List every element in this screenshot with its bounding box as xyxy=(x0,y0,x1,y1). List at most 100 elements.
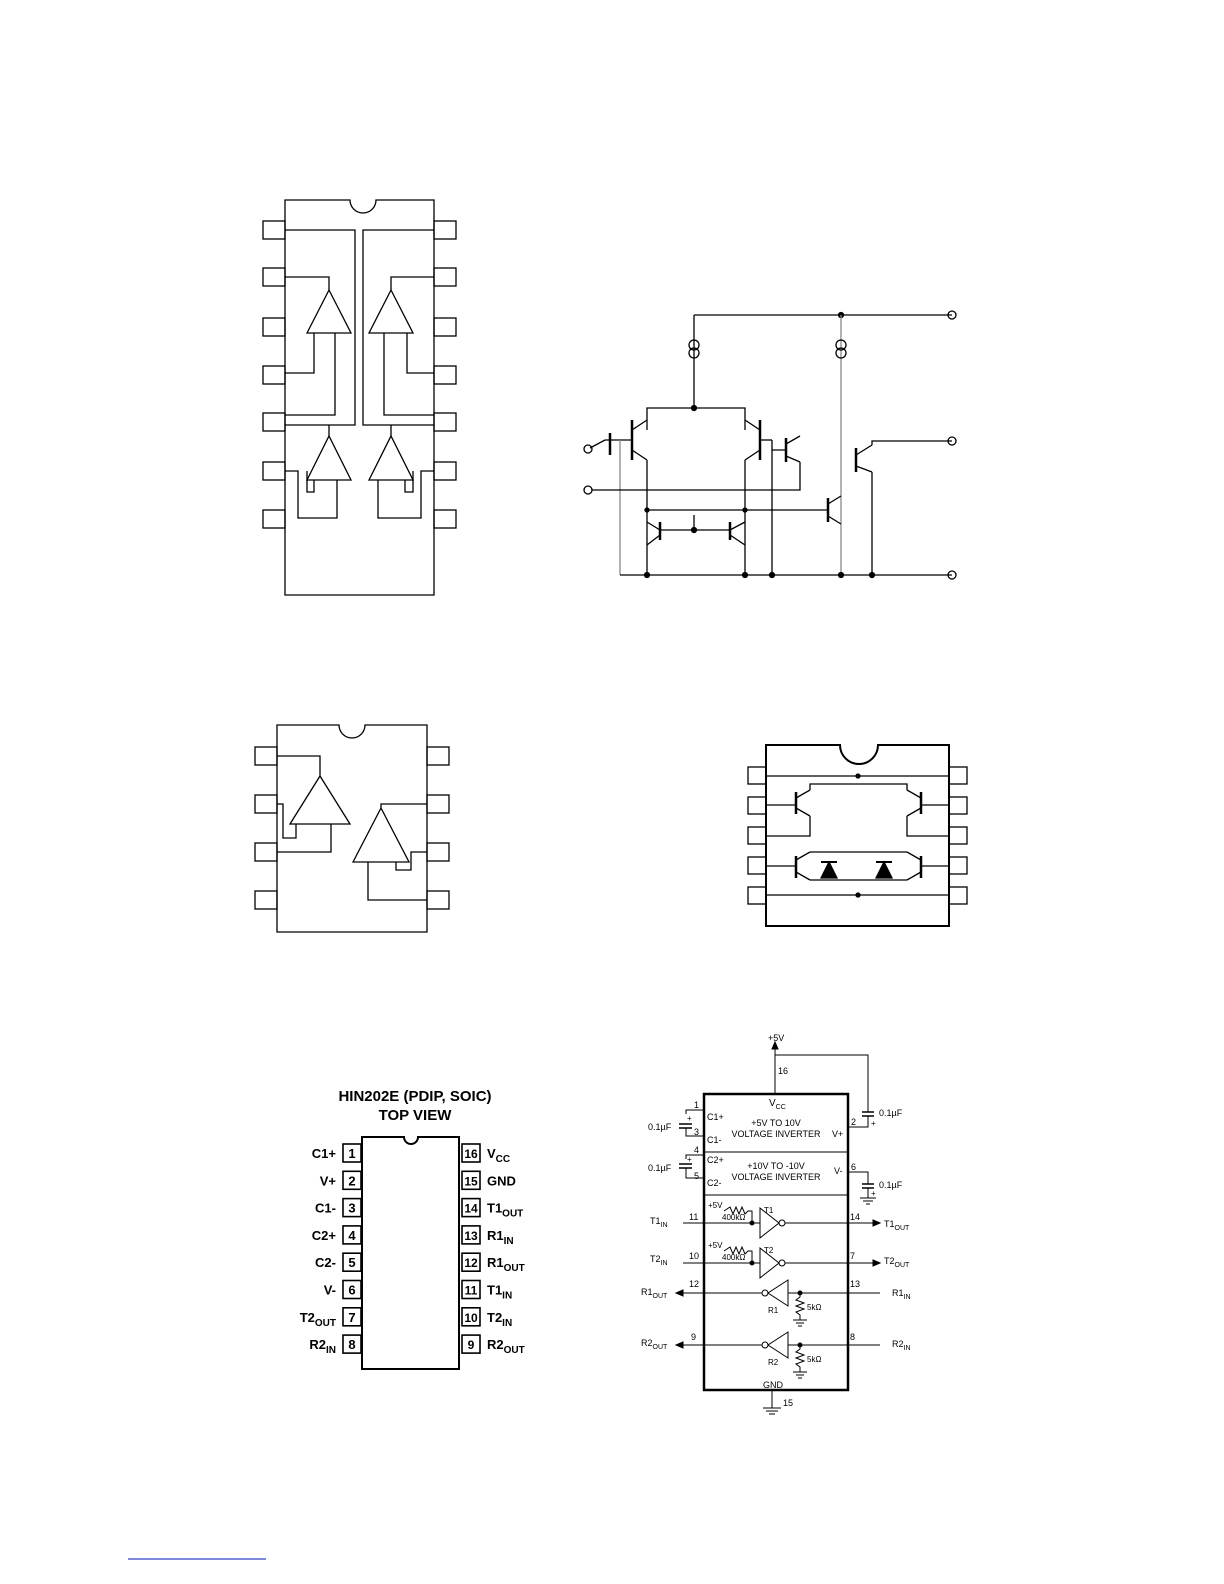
pin-number: 16 xyxy=(464,1147,478,1161)
gnd-label: GND xyxy=(763,1380,784,1390)
pin-number: 13 xyxy=(464,1229,478,1243)
pin-name: T2IN xyxy=(487,1310,512,1329)
amp-triangle xyxy=(351,806,411,863)
pin12-label: 12 xyxy=(689,1279,699,1289)
inverter1-line1: +5V TO 10V xyxy=(751,1118,800,1128)
t1-pullup-resistor: 400kΩ xyxy=(722,1213,745,1222)
pin11-label: 11 xyxy=(689,1212,698,1222)
pinout-pin: 12 R1OUT xyxy=(461,1252,525,1274)
t2out-label: T2OUT xyxy=(884,1256,910,1269)
pin-number: 2 xyxy=(348,1173,355,1188)
pin3-label: 3 xyxy=(694,1127,699,1137)
pin-name: V+ xyxy=(320,1173,337,1188)
pin-number: 7 xyxy=(348,1310,355,1325)
pin13-label: 13 xyxy=(850,1279,860,1289)
hin202e-schematic: +5V 16 VCC +5V TO 10V VOLTAGE INVERTER +… xyxy=(641,1033,911,1415)
pin-number: 8 xyxy=(348,1337,355,1352)
c2minus-label: C2- xyxy=(707,1178,722,1188)
pin-name: C2- xyxy=(315,1255,336,1270)
comparator-triangle xyxy=(305,434,353,481)
pin-number: 12 xyxy=(464,1256,478,1270)
t2-pullup-voltage: +5V xyxy=(708,1241,723,1250)
pin-name: VCC xyxy=(487,1146,510,1165)
vplus-label: V+ xyxy=(832,1129,843,1139)
amp-triangle xyxy=(288,774,352,825)
t2in-label: T2IN xyxy=(650,1254,668,1267)
pin-number: 6 xyxy=(348,1283,355,1298)
c1plus-label: C1+ xyxy=(707,1112,724,1122)
right-pins xyxy=(433,220,457,529)
t2-label: T2 xyxy=(764,1246,774,1255)
left-pins xyxy=(262,220,286,529)
pinout-pin: 2 V+ xyxy=(320,1170,362,1191)
pin-name: R2OUT xyxy=(487,1337,525,1356)
pinout-pin: 5 C2- xyxy=(315,1252,362,1272)
pinout-pin: 1 C1+ xyxy=(312,1143,362,1163)
pinout-pin: 6 V- xyxy=(324,1279,362,1300)
pinout-pin: 8 R2IN xyxy=(309,1334,362,1356)
pin-name: T2OUT xyxy=(300,1310,336,1329)
pin14-label: 14 xyxy=(850,1212,860,1222)
cap4-plus: + xyxy=(871,1189,876,1198)
pin-number: 11 xyxy=(465,1284,478,1298)
hin202e-pinout: HIN202E (PDIP, SOIC) TOP VIEW 1 C1+ 2 V+ 3C1… xyxy=(300,1088,525,1370)
pin-name: R1OUT xyxy=(487,1255,525,1274)
comparator-triangle xyxy=(367,434,415,481)
cap1-label: 0.1µF xyxy=(648,1122,672,1132)
pin-number: 9 xyxy=(468,1338,475,1352)
r2-label: R2 xyxy=(768,1358,779,1367)
pinout-pin: 4 C2+ xyxy=(312,1225,362,1245)
inverter2-line2: VOLTAGE INVERTER xyxy=(731,1172,821,1182)
pinout-pin: 3C1- xyxy=(315,1197,362,1218)
pin-name: C2+ xyxy=(312,1228,337,1243)
vcc-pin-label: 16 xyxy=(778,1066,788,1076)
pin-number: 1 xyxy=(348,1146,355,1161)
cap2-plus: + xyxy=(687,1155,692,1164)
pin7-label: 7 xyxy=(850,1251,855,1261)
cap1-plus: + xyxy=(687,1114,692,1123)
vcc-label: VCC xyxy=(769,1098,786,1111)
schematic-labels: +5V 16 VCC +5V TO 10V VOLTAGE INVERTER +… xyxy=(641,1033,911,1408)
inverter2-line1: +10V TO -10V xyxy=(747,1161,804,1171)
pinout-title: HIN202E (PDIP, SOIC) xyxy=(338,1088,491,1105)
inverter1-line2: VOLTAGE INVERTER xyxy=(731,1129,821,1139)
pinout-left-pins: 1 C1+ 2 V+ 3C1- 4 C2+ 5 C2- 6 V- 7 T2OUT 8 R2IN xyxy=(300,1143,362,1356)
pinout-pin: 10 T2IN xyxy=(461,1307,512,1329)
pin-name: V- xyxy=(324,1283,336,1298)
cap2-label: 0.1µF xyxy=(648,1163,672,1173)
pin8-label: 8 xyxy=(850,1332,855,1342)
r1out-label: R1OUT xyxy=(641,1287,668,1300)
t1in-label: T1IN xyxy=(650,1216,668,1229)
dual-amp-package xyxy=(254,724,450,933)
pinout-pin: 13 R1IN xyxy=(461,1225,514,1247)
pin4-label: 4 xyxy=(694,1145,699,1155)
comparator-triangle xyxy=(367,288,415,334)
pin-name: R2IN xyxy=(309,1337,336,1356)
r2-input-resistor: 5kΩ xyxy=(807,1355,821,1364)
pin-name: R1IN xyxy=(487,1228,514,1247)
r2in-label: R2IN xyxy=(892,1339,911,1352)
t1-label: T1 xyxy=(764,1206,774,1215)
pin-name: C1+ xyxy=(312,1146,337,1161)
pin-number: 5 xyxy=(348,1255,355,1270)
supply-label: +5V xyxy=(768,1033,784,1043)
pin-number: 4 xyxy=(348,1228,356,1243)
pin9-label: 9 xyxy=(691,1332,696,1342)
cap3-plus: + xyxy=(871,1119,876,1128)
comparator-schematic xyxy=(583,310,957,580)
c2plus-label: C2+ xyxy=(707,1155,724,1165)
t1out-label: T1OUT xyxy=(884,1219,910,1232)
r1-input-resistor: 5kΩ xyxy=(807,1303,821,1312)
pin-name: GND xyxy=(487,1173,516,1188)
pin-number: 10 xyxy=(464,1311,478,1325)
gnd-pin-label: 15 xyxy=(783,1398,793,1408)
t2-pullup-resistor: 400kΩ xyxy=(722,1253,745,1262)
pinout-subtitle: TOP VIEW xyxy=(379,1107,453,1124)
cap3-label: 0.1µF xyxy=(879,1108,903,1118)
